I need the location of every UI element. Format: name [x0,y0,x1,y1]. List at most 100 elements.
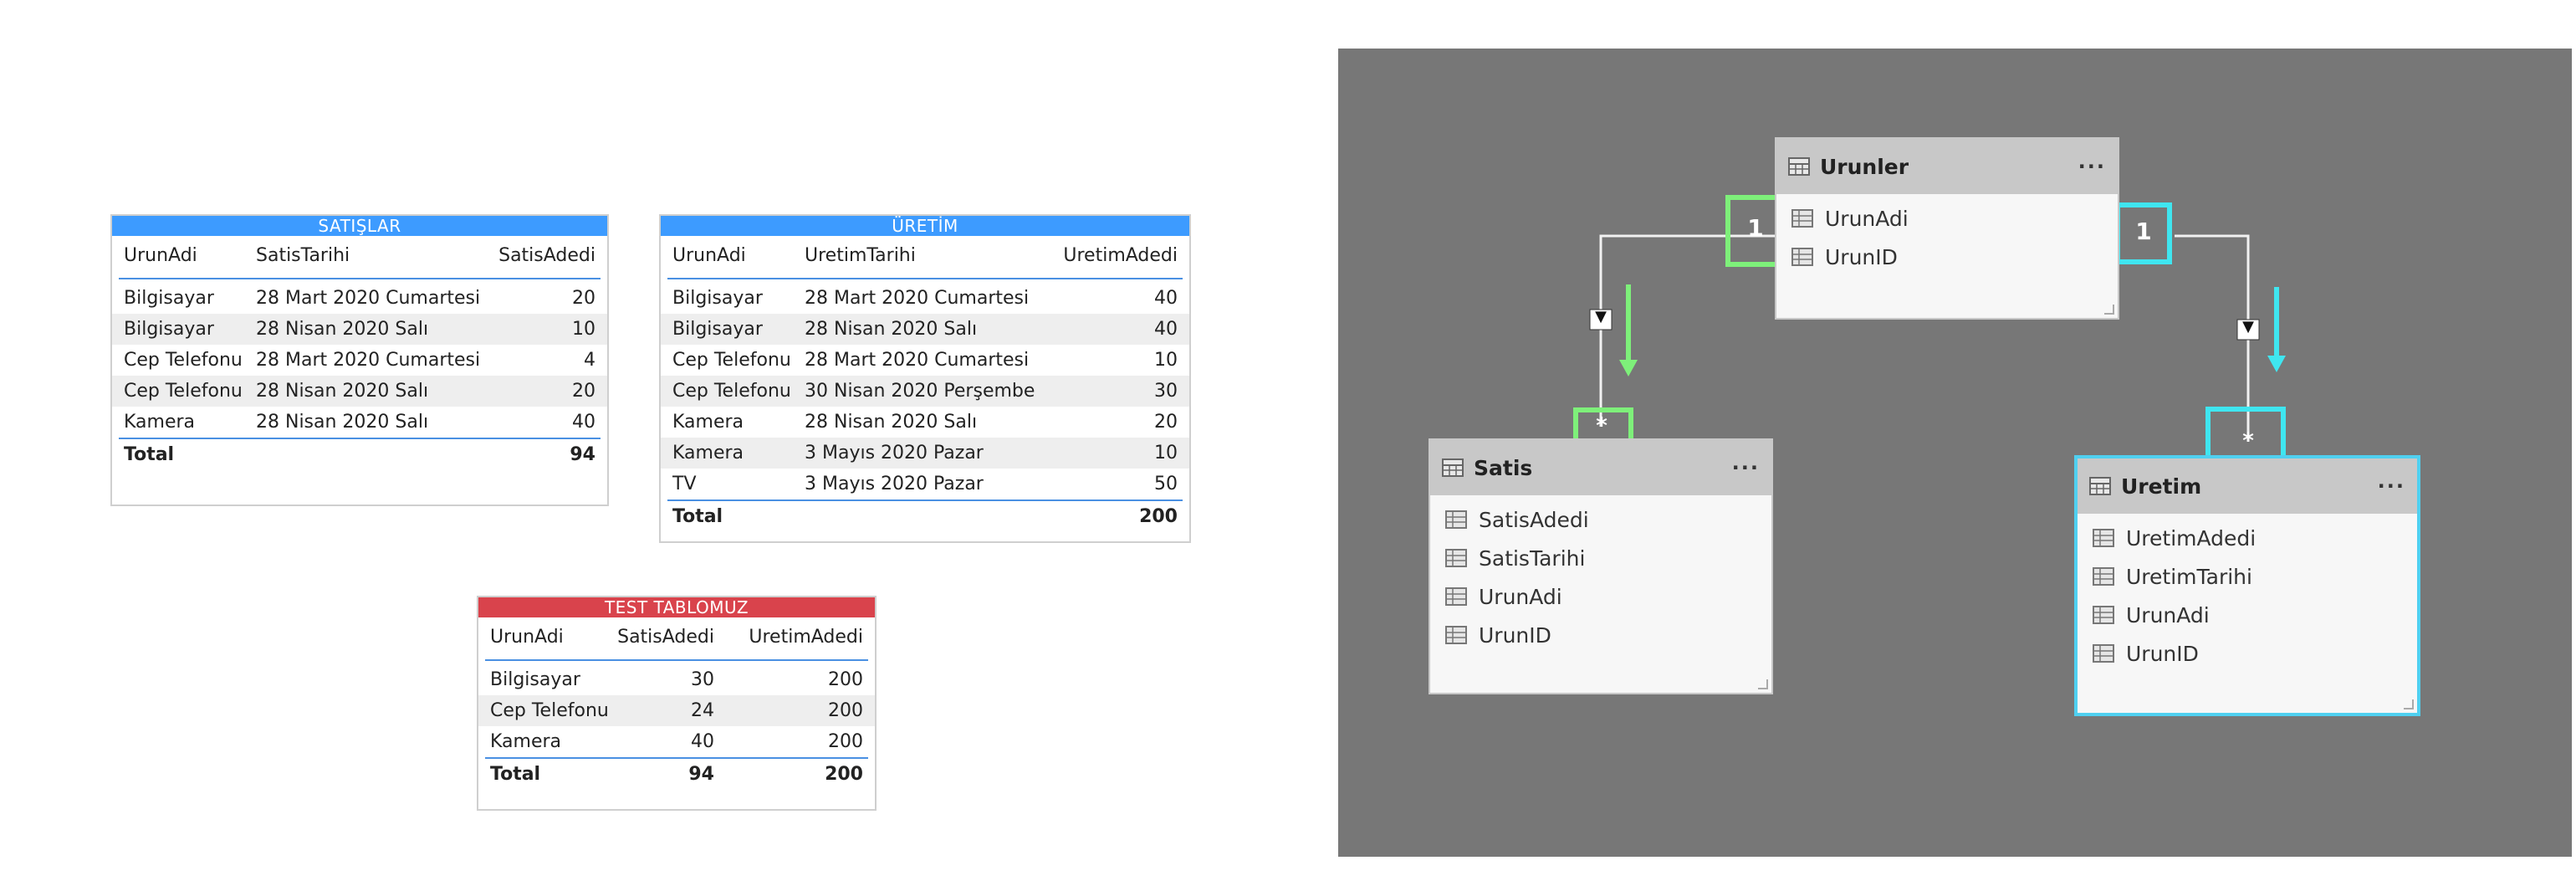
table-cell: 200 [828,731,863,752]
field-item[interactable]: SatisAdedi [1430,500,1771,539]
table-cell: 28 Nisan 2020 Salı [805,412,978,433]
column-icon [2093,606,2114,624]
column-header[interactable]: SatisTarihi [256,245,350,266]
table-name: Satis [1474,455,1533,480]
filter-arrow-icon: ▼ [2242,318,2254,335]
resize-handle-icon[interactable] [1758,679,1768,689]
cardinality-many-label: * [1596,413,1607,438]
field-item[interactable]: UrunAdi [1430,577,1771,616]
filter-arrow-icon: ▼ [1595,308,1607,325]
test-title: TEST TABLOMUZ [478,597,875,617]
field-item[interactable]: UrunAdi [1776,199,2118,238]
cardinality-many-label: * [2242,428,2254,453]
table-card-header[interactable]: Urunler ··· [1776,139,2118,194]
cyan-arrow-head [2267,356,2286,372]
field-item[interactable]: SatisTarihi [1430,539,1771,577]
table-cell: Kamera [672,412,744,433]
table-cell: 28 Mart 2020 Cumartesi [805,350,1030,371]
field-name: UrunID [1825,244,1898,269]
column-header[interactable]: SatisAdedi [498,245,595,266]
field-item[interactable]: UrunAdi [2078,596,2417,634]
table-cell: Cep Telefonu [490,700,609,721]
more-options-icon[interactable]: ··· [2377,474,2405,498]
table-icon [2089,477,2111,495]
table-cell: 10 [1154,350,1178,371]
table-cell: 3 Mayıs 2020 Pazar [805,474,984,494]
table-cell: Cep Telefonu [672,381,791,402]
column-header[interactable]: UretimTarihi [805,245,916,266]
table-cell: 200 [828,700,863,721]
field-item[interactable]: UrunID [1776,238,2118,276]
column-icon [1791,248,1813,266]
field-name: SatisAdedi [1479,507,1589,532]
test-tablomuz-table[interactable]: TEST TABLOMUZ UrunAdi SatisAdedi UretimA… [477,596,877,811]
table-cell: 40 [1154,288,1178,309]
table-header-row: UrunAdi SatisAdedi UretimAdedi [485,617,868,661]
column-icon [1445,626,1467,644]
table-card-header[interactable]: Satis ··· [1430,440,1771,495]
field-name: UrunAdi [2126,602,2210,627]
table-icon [1788,157,1810,176]
table-cell: 28 Mart 2020 Cumartesi [256,350,481,371]
column-icon [1445,549,1467,567]
table-cell: Kamera [124,412,196,433]
column-icon [1445,510,1467,529]
field-item[interactable]: UrunID [1430,616,1771,654]
table-cell: 20 [572,288,595,309]
column-icon [2093,644,2114,663]
table-card-header[interactable]: Uretim ··· [2078,458,2417,514]
field-item[interactable]: UretimAdedi [2078,519,2417,557]
satislar-table[interactable]: SATIŞLAR UrunAdi SatisTarihi SatisAdedi … [110,214,609,506]
field-name: UretimAdedi [2126,525,2257,551]
table-cell: Bilgisayar [124,288,214,309]
column-header[interactable]: UretimAdedi [749,627,863,648]
table-cell: Bilgisayar [672,319,763,340]
resize-handle-icon[interactable] [2404,699,2414,709]
column-header[interactable]: SatisAdedi [617,627,714,648]
total-row: Total 200 [667,499,1183,532]
table-cell: 28 Mart 2020 Cumartesi [256,288,481,309]
more-options-icon[interactable]: ··· [1731,456,1760,479]
field-item[interactable]: UretimTarihi [2078,557,2417,596]
field-name: UrunAdi [1825,206,1909,231]
column-header[interactable]: UrunAdi [124,245,197,266]
field-name: UrunID [2126,641,2199,666]
column-header[interactable]: UrunAdi [490,627,564,648]
resize-handle-icon[interactable] [2104,305,2114,315]
table-cell: 24 [691,700,714,721]
table-cell: Cep Telefonu [124,350,243,371]
table-row[interactable]: Bilgisayar 28 Mart 2020 Cumartesi 20 [112,283,607,314]
column-header[interactable]: UrunAdi [672,245,746,266]
total-value: 94 [570,444,595,465]
column-header[interactable]: UretimAdedi [1063,245,1178,266]
uretim-table[interactable]: ÜRETİM UrunAdi UretimTarihi UretimAdedi … [659,214,1191,543]
table-row[interactable]: Cep Telefonu 24 200 [478,695,875,726]
total-label: Total [490,764,541,785]
column-icon [2093,529,2114,547]
more-options-icon[interactable]: ··· [2078,155,2106,178]
field-item[interactable]: UrunID [2078,634,2417,673]
total-value: 200 [825,764,863,785]
table-cell: 28 Nisan 2020 Salı [256,319,429,340]
total-label: Total [672,506,723,527]
